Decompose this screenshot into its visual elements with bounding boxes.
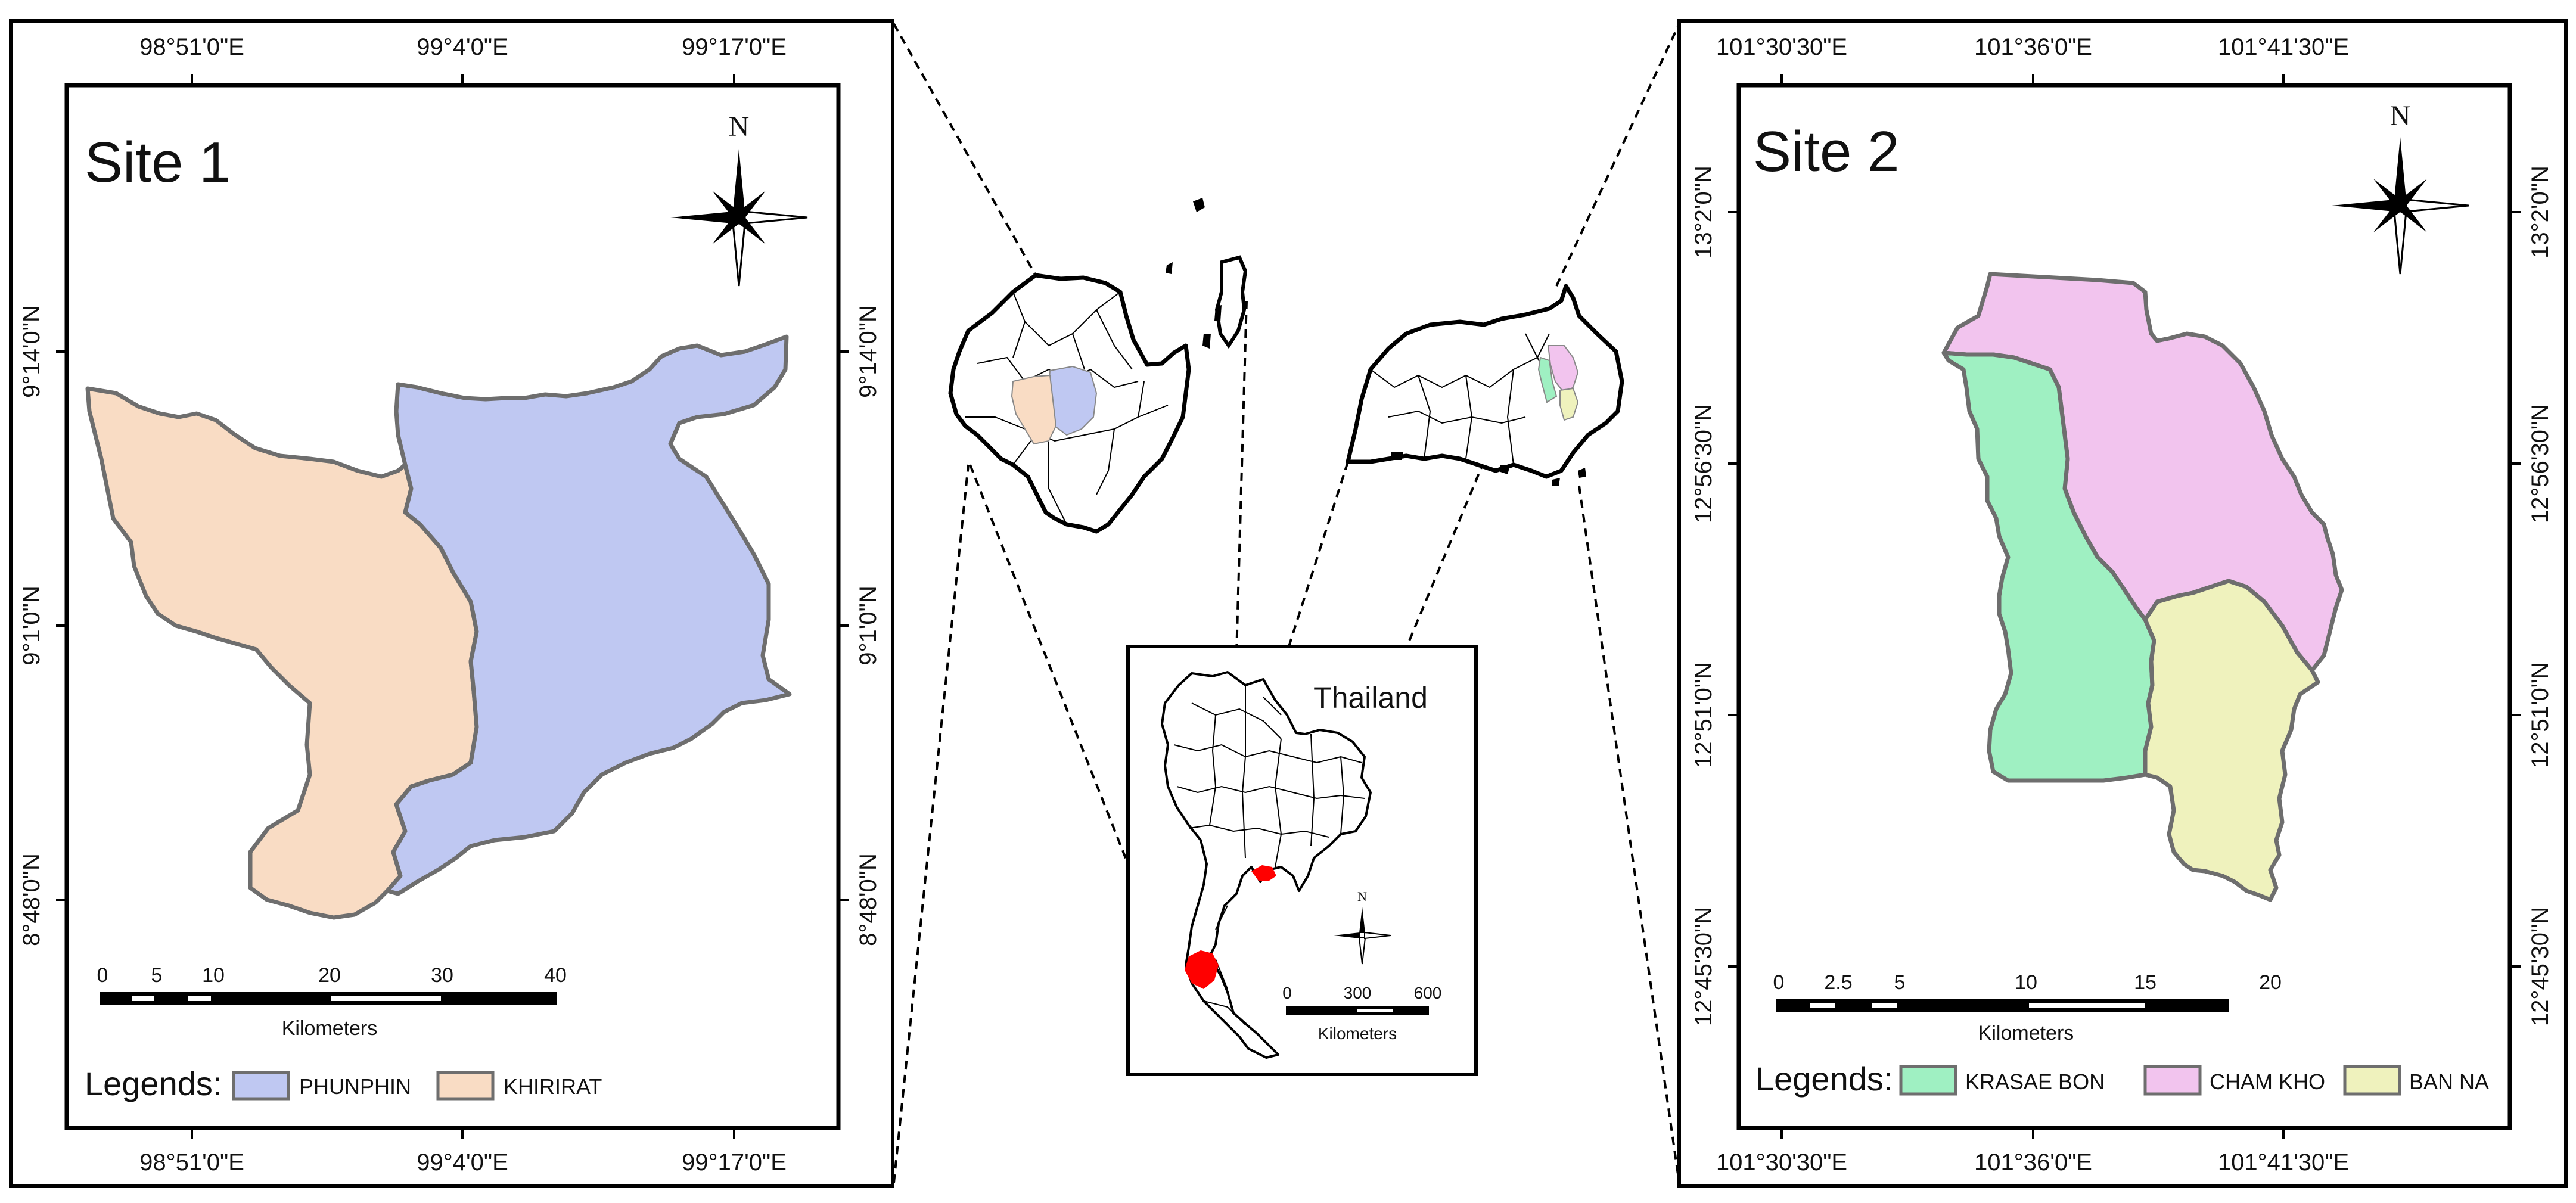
site2-legend-label: CHAM KHO [2210,1070,2325,1094]
inset-title: Thailand [1313,681,1428,714]
site1-left-tick-label: 8°48'0"N [18,853,45,946]
inset-scale-bar [1286,1006,1429,1015]
site2-title: Site 2 [1753,120,1899,184]
site2-right-tick-label: 13°2'0"N [2527,166,2553,259]
site2-legend-swatch-ban-na [2343,1065,2401,1096]
site2-right-tick-label: 12°56'30"N [2527,404,2553,523]
site2-ban-na-district [2143,579,2320,902]
site2-left-tick-label: 13°2'0"N [1691,166,1717,259]
site2-bottom-tick-label: 101°30'30"E [1716,1149,1847,1176]
site2-scale-unit: Kilometers [1978,1022,2074,1045]
site1-right-tick-label: 8°48'0"N [855,853,881,946]
site1-scale-label: 30 [431,964,453,987]
thailand-provinces [1173,685,1365,1025]
site1-top-tick-label: 99°4'0"E [417,34,508,60]
site1-left-tick-label: 9°14'0"N [18,305,45,398]
inset-scale-unit: Kilometers [1318,1024,1397,1043]
site2-scale-label: 2.5 [1824,971,1852,994]
site2-scale-label: 5 [1894,971,1906,994]
site2-legend-swatch-cham-kho [2143,1065,2202,1096]
site2-right-tick-label: 12°51'0"N [2527,662,2553,768]
site1-top-tick-label: 99°17'0"E [682,34,787,60]
site2-top-tick-label: 101°30'30"E [1716,34,1847,60]
site1-scale-unit: Kilometers [282,1017,378,1040]
site2-right-tick-label: 12°45'30"N [2527,907,2553,1026]
site1-panel: 98°51'0"E 99°4'0"E 99°17'0"E 98°51'0"E 9… [9,19,894,1188]
site2-scale-label: 20 [2259,971,2282,994]
site1-right-tick-label: 9°14'0"N [855,305,881,398]
site2-left-tick-label: 12°51'0"N [1691,662,1717,768]
inset-highlight-site2 [1251,865,1276,881]
site1-legend-label: KHIRIRAT [504,1074,602,1099]
inset-highlight-site1 [1185,950,1219,989]
site2-bottom-tick-label: 101°36'0"E [1974,1149,2092,1176]
site2-legend-swatch-krasae-bon [1899,1065,1957,1096]
site1-legend-swatch-phunphin [232,1071,290,1101]
site2-bottom-tick-label: 101°41'30"E [2218,1149,2349,1176]
site2-krasae-bon-district [1941,350,2156,783]
site2-scale-label: 15 [2134,971,2156,994]
thailand-inset: Thailand N 0 300 600 Kilometers [1126,645,1478,1076]
site1-top-tick-label: 98°51'0"E [139,34,244,60]
inset-north-arrow-icon [1334,907,1391,965]
inset-scale-label: 600 [1414,984,1442,1002]
site1-tick-marks [56,74,849,1139]
site2-scale-bar [1776,999,2229,1012]
site1-bottom-tick-label: 98°51'0"E [139,1149,244,1176]
site1-north-arrow-icon [670,149,808,287]
site1-title: Site 1 [85,130,231,194]
site1-legend-title: Legends: [85,1065,222,1102]
site2-legend-title: Legends: [1755,1060,1893,1098]
site1-phunphin-district [385,334,792,896]
site1-scale-label: 10 [202,964,225,987]
site2-north-arrow-icon [2332,137,2469,275]
inset-north-label: N [1357,889,1367,904]
locator-province-site1 [948,198,1248,534]
site1-bottom-tick-label: 99°4'0"E [417,1149,508,1176]
site2-left-tick-label: 12°56'30"N [1691,404,1717,523]
site1-scale-label: 5 [151,964,163,987]
site1-legend-swatch-khirirat [436,1071,495,1101]
site1-legend-label: PHUNPHIN [299,1074,411,1099]
site1-bottom-tick-label: 99°17'0"E [682,1149,787,1176]
site1-scale-label: 20 [318,964,341,987]
site2-scale-label: 10 [2015,971,2037,994]
site2-north-label: N [2390,100,2411,132]
site2-top-tick-label: 101°36'0"E [1974,34,2092,60]
locator-province-site2 [1346,284,1624,486]
site1-right-tick-label: 9°1'0"N [855,586,881,665]
inset-scale-label: 0 [1282,984,1292,1002]
site1-scale-label: 0 [97,964,108,987]
site2-scale-label: 0 [1773,971,1785,994]
site2-top-tick-label: 101°41'30"E [2218,34,2349,60]
site1-scale-label: 40 [544,964,567,987]
site2-panel: 101°30'30"E 101°36'0"E 101°41'30"E 101°3… [1677,19,2568,1188]
site1-scale-bar [100,992,557,1005]
site1-left-tick-label: 9°1'0"N [18,586,45,665]
site2-legend-label: BAN NA [2409,1070,2489,1094]
site2-left-tick-label: 12°45'30"N [1691,907,1717,1026]
site1-north-label: N [729,111,750,142]
site2-tick-marks [1728,74,2521,1139]
site2-legend-label: KRASAE BON [1965,1070,2105,1094]
inset-scale-label: 300 [1344,984,1372,1002]
